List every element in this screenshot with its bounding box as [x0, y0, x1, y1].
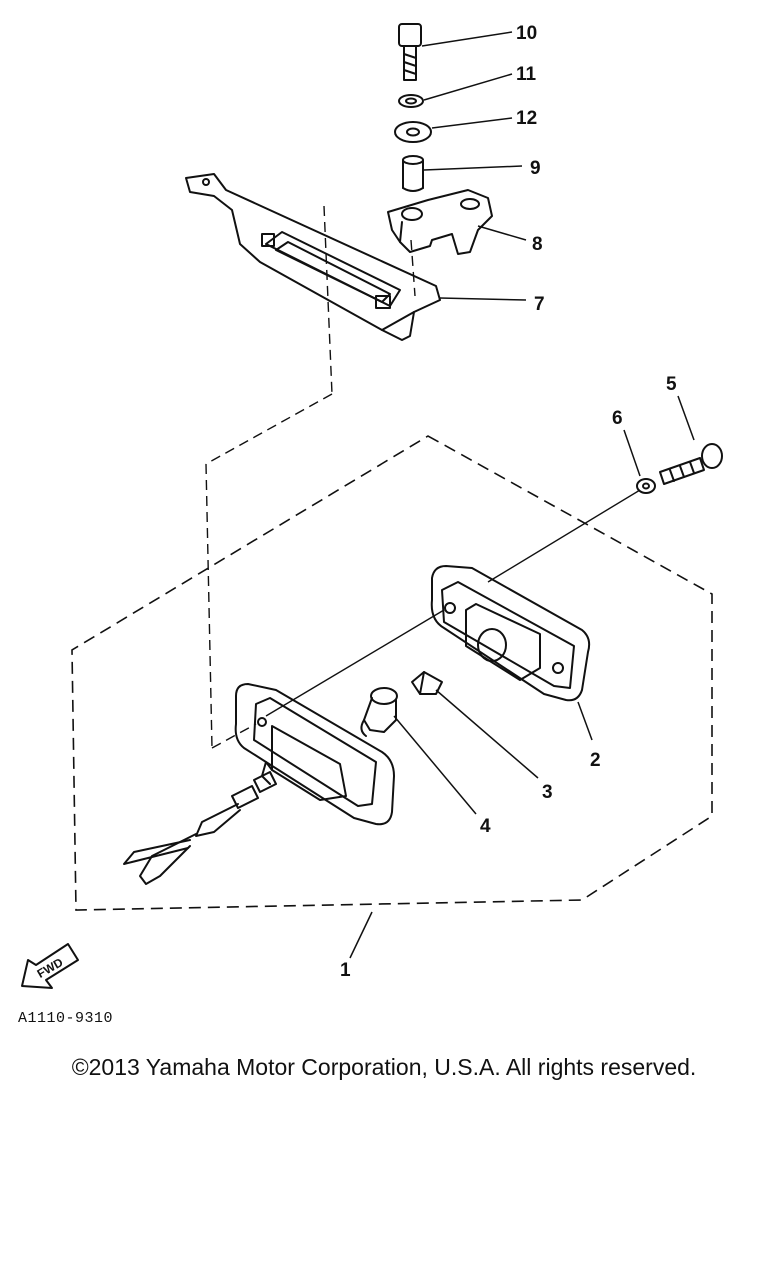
part-11-spring-washer: [398, 94, 424, 108]
assembly-lines: [265, 489, 641, 717]
copyright-notice: ©2013 Yamaha Motor Corporation, U.S.A. A…: [71, 1054, 697, 1080]
callout-4: 4: [480, 816, 491, 837]
fwd-arrow-icon: [21, 943, 79, 989]
drawing-code: A1110-9310: [18, 1010, 114, 1027]
callout-9: 9: [530, 158, 541, 179]
part-6-washer: [636, 478, 656, 494]
part-9-collar: [402, 155, 424, 192]
callout-8: 8: [532, 234, 543, 255]
callout-12: 12: [516, 108, 537, 129]
part-12-washer: [394, 121, 432, 143]
part-2-lens: [430, 565, 591, 702]
part-1-light-housing: [123, 683, 395, 885]
part-3-bulb: [411, 671, 443, 695]
leader-lines: [349, 31, 695, 959]
part-5-screw: [659, 443, 723, 485]
part-8-bracket: [387, 189, 493, 255]
callout-5: 5: [666, 374, 677, 395]
callout-7: 7: [534, 294, 545, 315]
callout-3: 3: [542, 782, 553, 803]
assembly-boundary: [71, 435, 713, 911]
exploded-parts-diagram: FWD 10 11 12 9 8 7 5 6 2 3 4 1: [21, 23, 723, 989]
part-7-mounting-plate: [185, 173, 441, 341]
callout-10: 10: [516, 23, 537, 44]
callout-6: 6: [612, 408, 623, 429]
alignment-lines: [205, 205, 416, 749]
callout-2: 2: [590, 750, 601, 771]
callout-11: 11: [516, 64, 537, 85]
part-4-socket: [360, 687, 398, 737]
part-10-bolt: [398, 23, 422, 81]
callout-1: 1: [340, 960, 351, 981]
